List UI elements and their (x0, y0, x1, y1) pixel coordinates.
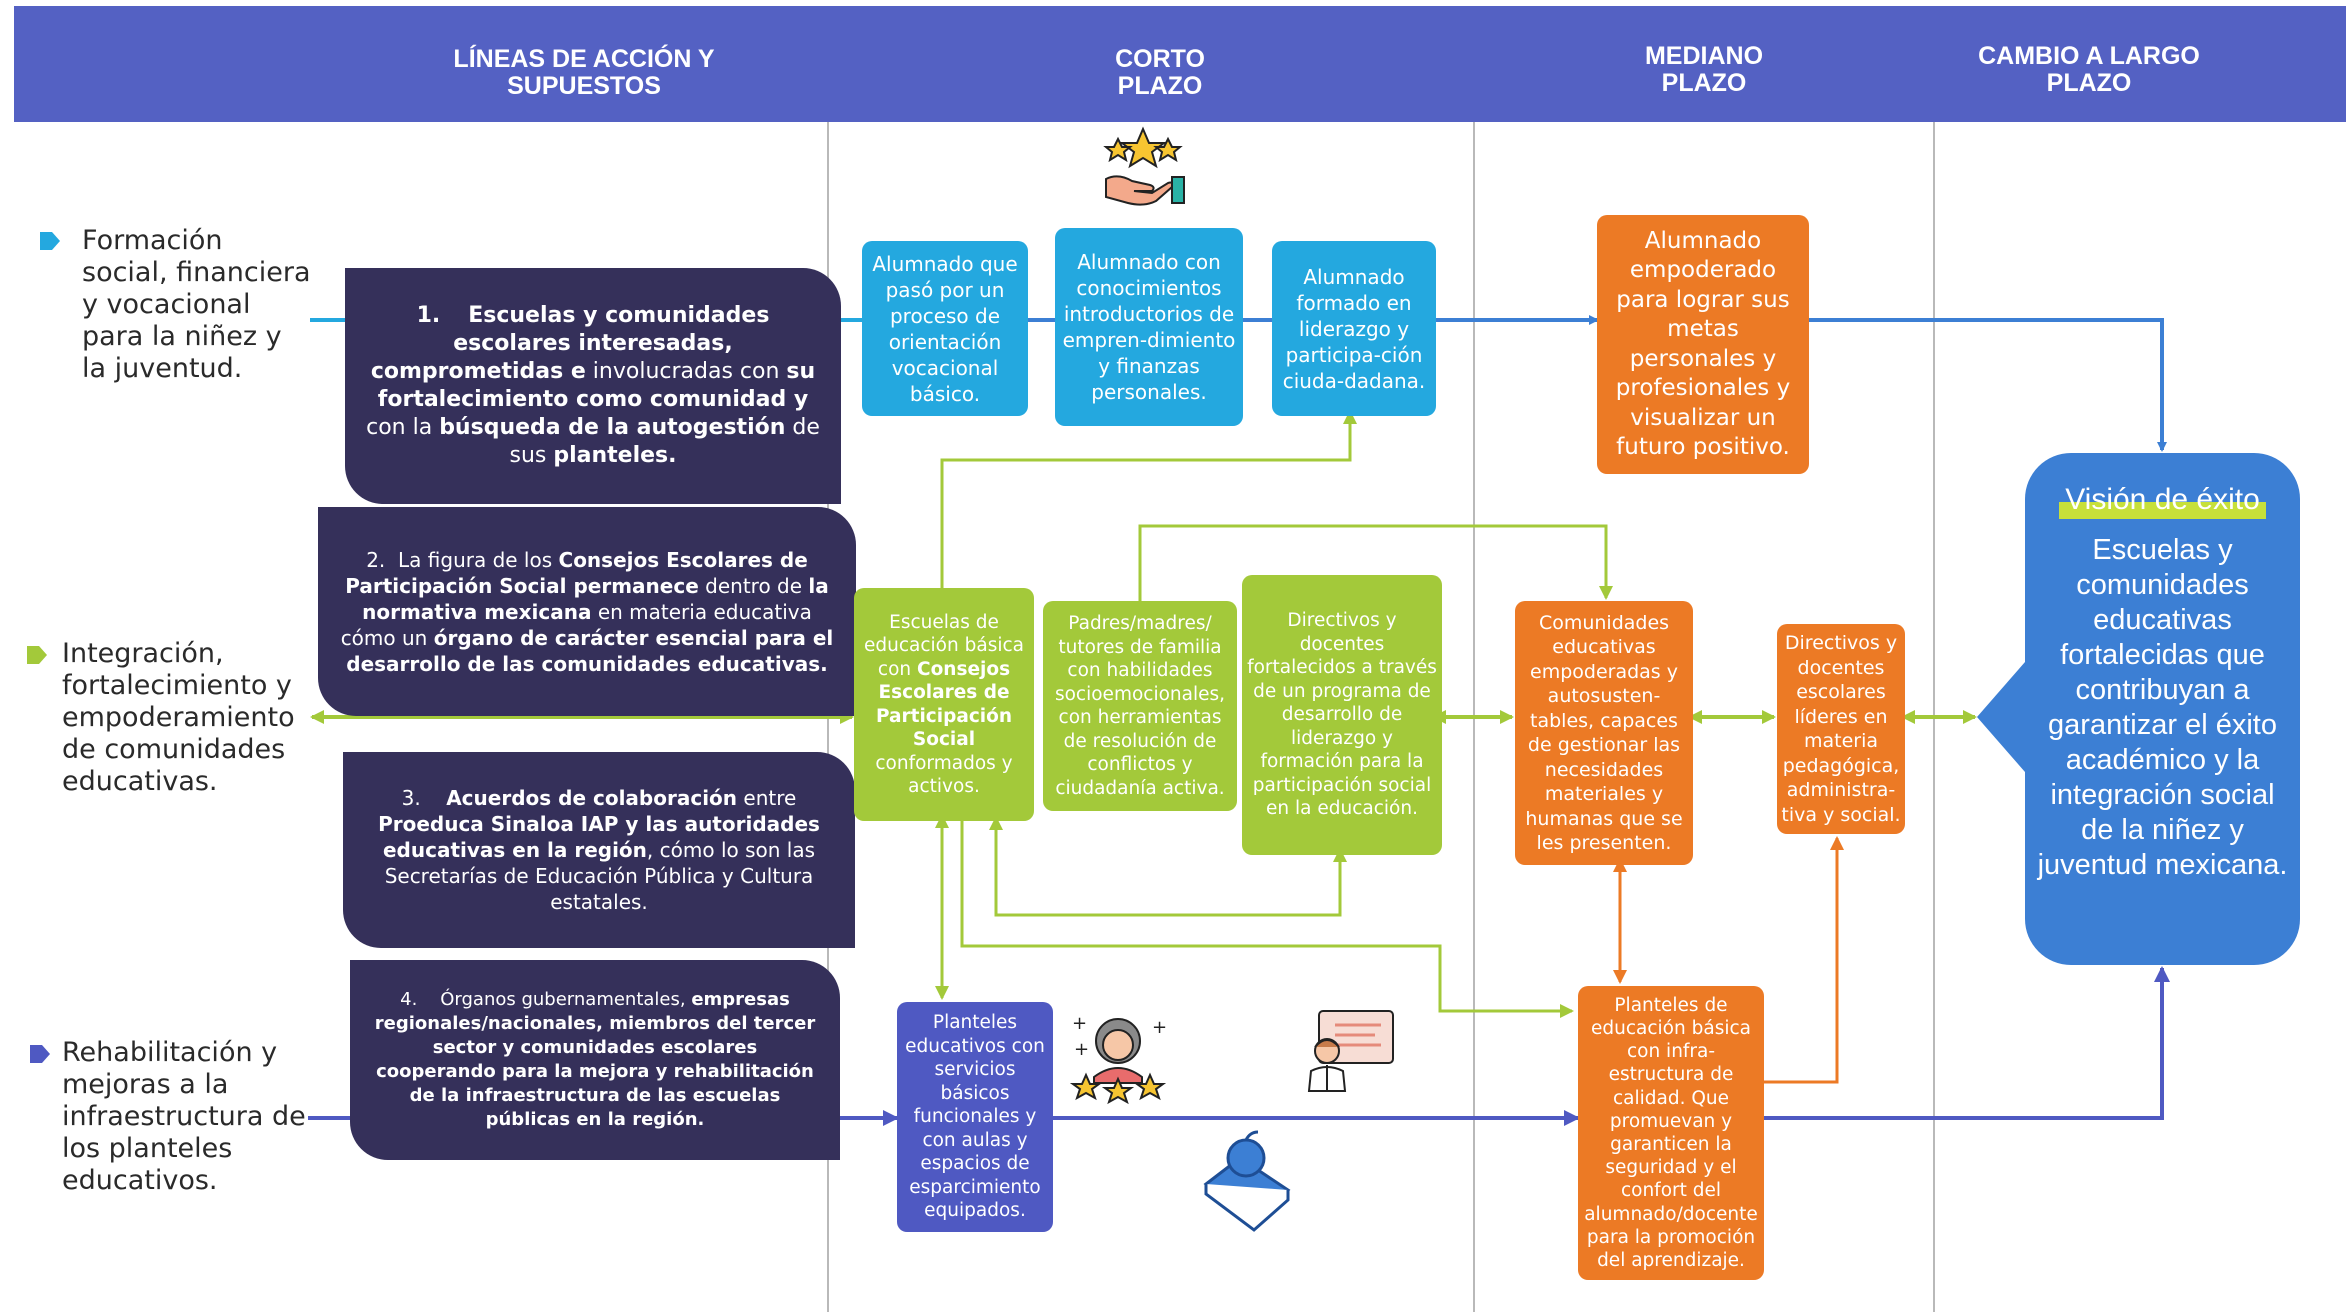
short-term-entrepreneurship-box: Alumnado con conocimientos introductorio… (1055, 228, 1243, 426)
action-1-text: búsqueda de la autogestión (439, 415, 786, 440)
short-term-leadership-box: Alumnado formado en liderazgo y particip… (1272, 241, 1436, 416)
header-col-short-term: CORTO PLAZO (1115, 45, 1205, 100)
action-3-text: Acuerdos de colaboración (446, 786, 738, 810)
action-2-box: 2. La figura de los Consejos Escolares d… (318, 507, 856, 716)
header-col-actions: LÍNEAS DE ACCIÓN Y SUPUESTOS (453, 45, 715, 100)
svg-text:+: + (1152, 1017, 1167, 1038)
action-2-text: órgano de carácter esencial para el desa… (346, 625, 834, 676)
long-term-vision-box: Visión de éxito Escuelas y comunidades e… (2025, 453, 2300, 965)
action-2-number: 2. (366, 547, 386, 572)
short-term-infrastructure-box: Planteles educativos con servicios básic… (897, 1002, 1053, 1232)
action-4-text: empresas regionales/nacionales, miembros… (374, 989, 816, 1130)
action-1-number: 1. (416, 303, 441, 328)
vision-title-text: Visión de éxito (2059, 481, 2266, 519)
councils-text: conformados y activos. (875, 752, 1013, 798)
action-4-text: Órganos gubernamentales, (440, 989, 692, 1010)
teacher-stars-icon: + + + (1069, 1013, 1167, 1105)
action-2-text: la normativa mexicana (362, 573, 829, 624)
book-apple-icon (1203, 1130, 1291, 1232)
short-term-councils-box: Escuelas de educación básica con Consejo… (854, 588, 1034, 821)
action-3-box: 3. Acuerdos de colaboración entre Proedu… (343, 752, 855, 948)
header-col-medium-term: MEDIANO PLAZO (1644, 42, 1764, 97)
vision-title: Visión de éxito (2025, 481, 2300, 519)
action-1-text: planteles. (553, 443, 677, 468)
action-3-text: Proeduca Sinaloa IAP y las autoridades e… (378, 812, 820, 862)
header-col-long-term: CAMBIO A LARGO PLAZO (1978, 42, 2200, 97)
lane-marker-rehabilitation (30, 1045, 50, 1063)
action-1-text: de sus (509, 415, 820, 468)
short-term-directors-box: Directivos y docentes fortalecidos a tra… (1242, 575, 1442, 855)
action-2-text: Consejos Escolares de Participación Soci… (345, 547, 808, 598)
action-3-text: entre (737, 786, 797, 810)
action-2-text: La figura de los (398, 547, 559, 572)
medium-term-quality-schools-box: Planteles de educación básica con infra-… (1578, 986, 1764, 1280)
action-1-box: 1. Escuelas y comunidades escolares inte… (345, 268, 841, 504)
lane-label-formation: Formación social, financiera y vocaciona… (82, 225, 311, 384)
action-3-text: , cómo lo son las Secretarías de Educaci… (384, 838, 816, 914)
action-1-text: involucradas con (585, 359, 787, 384)
lane-label-integration: Integración, fortalecimiento y empoderam… (62, 638, 295, 797)
lane-marker-integration (27, 646, 47, 664)
action-1-text: con la (366, 415, 440, 440)
councils-text: Escuelas de educación básica con (864, 611, 1024, 680)
svg-text:+: + (1074, 1039, 1089, 1060)
councils-text-bold: Consejos Escolares de Participación Soci… (875, 658, 1013, 751)
medium-term-communities-box: Comunidades educativas empoderadas y aut… (1515, 601, 1693, 865)
action-2-text: dentro de (698, 573, 809, 598)
medium-term-leaders-box: Directivos y docentes escolares líderes … (1777, 624, 1905, 834)
svg-text:+: + (1072, 1013, 1087, 1034)
header-bar: LÍNEAS DE ACCIÓN Y SUPUESTOS CORTO PLAZO… (14, 6, 2346, 122)
medium-term-empowered-students-box: Alumnado empoderado para lograr sus meta… (1597, 215, 1809, 474)
action-3-number: 3. (401, 786, 421, 810)
lane-marker-formation (40, 232, 60, 250)
vision-body: Escuelas y comunidades educativas fortal… (2037, 534, 2288, 881)
teacher-board-icon (1307, 1010, 1394, 1092)
action-1-text: su fortalecimiento como comunidad y (377, 359, 816, 412)
short-term-vocational-box: Alumnado que pasó por un proceso de orie… (862, 241, 1028, 416)
action-2-text: en materia educativa cómo un (340, 599, 812, 650)
action-1-text: Escuelas y comunidades escolares interes… (370, 303, 770, 384)
lane-label-rehabilitation: Rehabilitación y mejoras a la infraestru… (62, 1037, 306, 1196)
action-4-number: 4. (400, 989, 418, 1010)
short-term-parents-box: Padres/madres/ tutores de familia con ha… (1043, 601, 1237, 811)
action-4-box: 4. Órganos gubernamentales, empresas reg… (350, 960, 840, 1160)
stars-hand-icon (1103, 126, 1185, 206)
